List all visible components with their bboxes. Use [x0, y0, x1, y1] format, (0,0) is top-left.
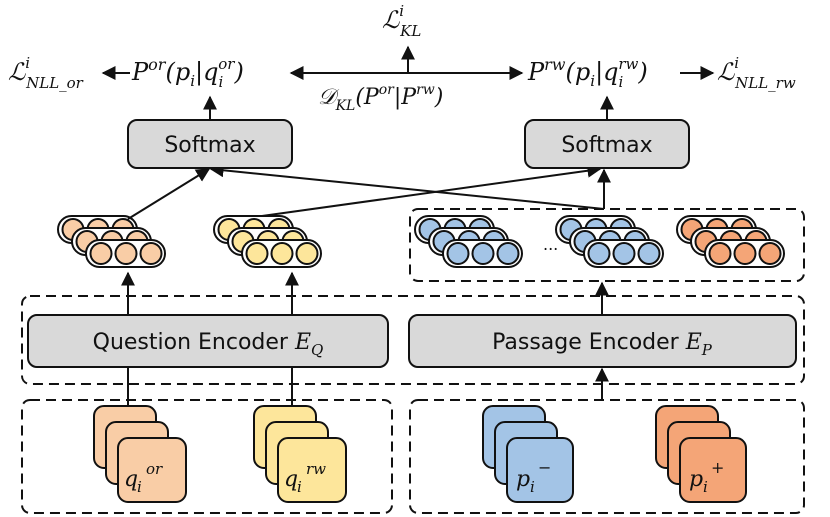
embedding-unit [139, 242, 163, 265]
embedding-unit [446, 242, 470, 265]
arrow-passages-to-softmax-left [209, 163, 605, 210]
passage-input-group [409, 399, 805, 514]
p-pos-embedding [676, 215, 785, 268]
input-q-or-sub: i [137, 478, 142, 496]
embedding-unit [89, 242, 113, 265]
embedding-unit [612, 242, 636, 265]
kl-divergence: 𝒟KL(Por|Prw) [318, 82, 443, 114]
passage-encoder: Passage Encoder EP [408, 314, 797, 368]
embedding-unit [295, 242, 319, 265]
question-encoder: Question Encoder EQ [27, 314, 389, 368]
softmax-left: Softmax [127, 119, 293, 169]
input-p-neg-sup: − [538, 458, 551, 477]
p-neg-embedding-2 [555, 215, 664, 268]
input-q-rw-sub: i [297, 478, 302, 496]
question-encoder-label: Question Encoder [93, 330, 295, 355]
input-q-or-sup: or [146, 460, 163, 478]
embedding-unit [733, 242, 757, 265]
passage-encoder-label: Passage Encoder [492, 330, 686, 355]
input-p-pos-sub: i [703, 478, 708, 496]
negative-passage-stack: p i − [482, 405, 574, 503]
input-p-neg-base: p [516, 467, 530, 492]
q-rw-embedding [213, 215, 322, 268]
passage-ellipsis: ... [543, 235, 558, 254]
input-q-or-base: q [124, 467, 138, 492]
question-encoder-subscript: Q [311, 341, 323, 359]
embedding-unit [114, 242, 138, 265]
question-original-stack: q i or [93, 405, 187, 503]
prob-or: Por(pi|qior) [131, 55, 244, 91]
embedding-unit [270, 242, 294, 265]
question-encoder-symbol: E [294, 330, 311, 355]
input-q-rw-sup: rw [306, 460, 326, 478]
softmax-right: Softmax [524, 119, 690, 169]
softmax-left-label: Softmax [164, 133, 255, 158]
embedding-unit [496, 242, 520, 265]
embedding-layer [57, 215, 785, 268]
input-p-neg-sub: i [530, 478, 535, 496]
question-rewritten-stack: q i rw [253, 405, 347, 503]
svg-text:Question Encoder EQ: Question Encoder EQ [93, 330, 324, 359]
input-q-rw-base: q [284, 467, 298, 492]
passage-encoder-symbol: E [685, 330, 702, 355]
question-input-group [21, 399, 393, 514]
embedding-unit [758, 242, 782, 265]
embedding-unit [587, 242, 611, 265]
input-p-pos-base: p [689, 467, 703, 492]
p-neg-embedding-1 [414, 215, 523, 268]
softmax-right-label: Softmax [561, 133, 652, 158]
passage-embedding-group [409, 208, 805, 282]
arrow-q-rw-to-softmax-right [261, 163, 602, 217]
embedding-unit [471, 242, 495, 265]
positive-passage-stack: p i + [655, 405, 747, 503]
embedding-unit [245, 242, 269, 265]
prob-rw: Prw(pi|qirw) [527, 55, 648, 91]
embedding-unit [708, 242, 732, 265]
embedding-unit [637, 242, 661, 265]
input-p-pos-sup: + [711, 458, 724, 477]
svg-text:Passage Encoder EP: Passage Encoder EP [492, 330, 713, 359]
q-or-embedding [57, 215, 166, 268]
passage-encoder-subscript: P [701, 341, 713, 359]
arrow-q-or-to-softmax-left [127, 168, 211, 220]
